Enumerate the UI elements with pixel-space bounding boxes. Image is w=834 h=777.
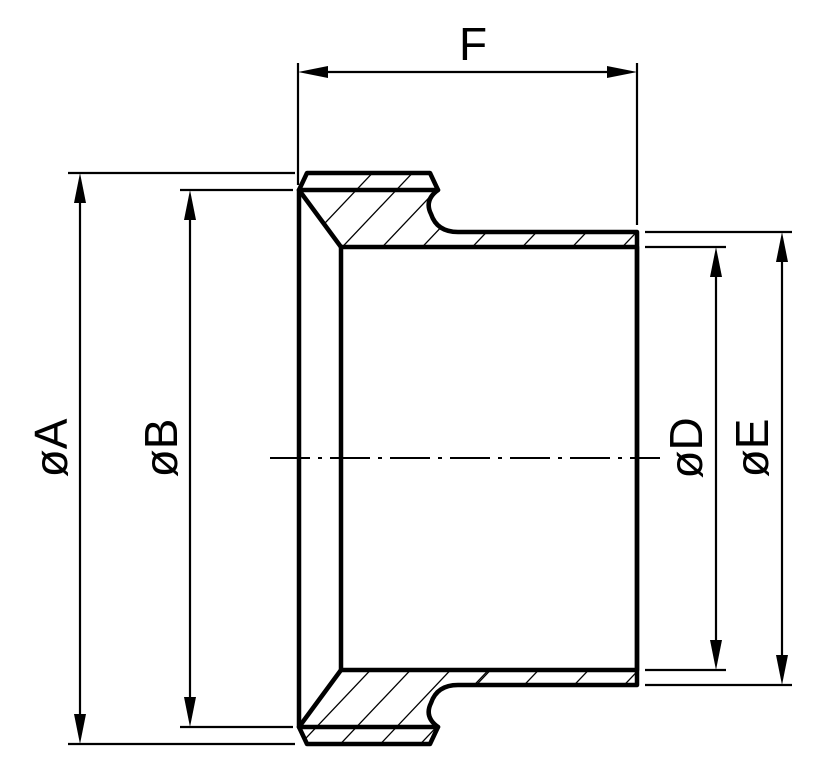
- dimension-d-label: øD: [660, 417, 712, 478]
- extension-lines: [68, 63, 792, 746]
- dimension-f: F: [298, 18, 637, 78]
- dimension-f-label: F: [459, 18, 487, 70]
- dimension-b: øB: [135, 190, 196, 727]
- dimension-b-label: øB: [135, 419, 187, 478]
- dimension-a-label: øA: [25, 418, 77, 477]
- dimension-a: øA: [25, 173, 86, 744]
- dimension-d: øD: [660, 247, 722, 670]
- bottom-wall-hatching: [299, 670, 637, 744]
- dimension-e: øE: [726, 232, 788, 685]
- dimension-e-label: øE: [726, 419, 778, 478]
